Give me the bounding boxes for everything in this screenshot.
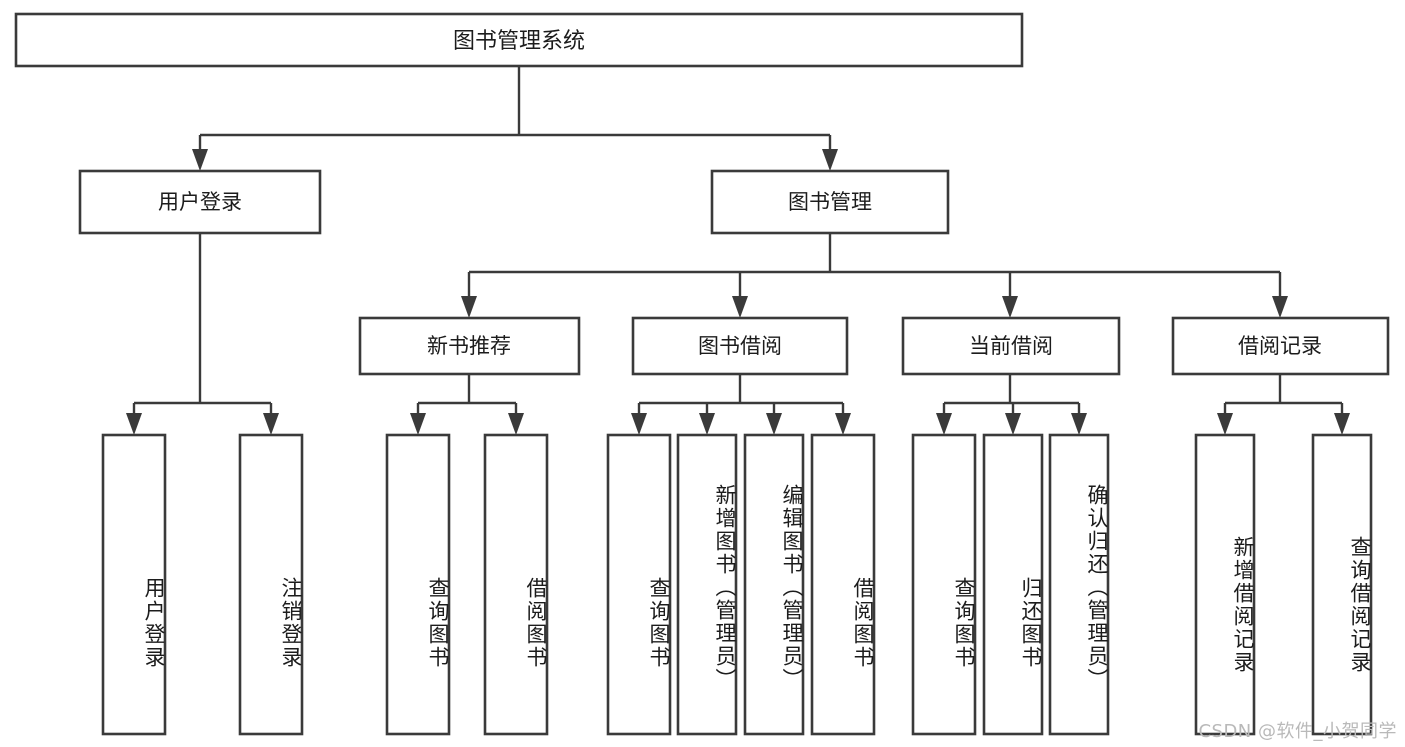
node-book-borrow[interactable]: 图书借阅 [631, 316, 849, 376]
leaf-add-book-admin-box[interactable] [676, 433, 738, 736]
arrowhead-leaf-confirm-return-admin [1071, 413, 1087, 435]
node-current-borrow-label: 当前借阅 [969, 334, 1053, 358]
leaf-confirm-return-admin-box[interactable] [1048, 433, 1110, 736]
node-book-management-label: 图书管理 [788, 190, 872, 214]
leaf-user-login-box[interactable] [101, 433, 167, 736]
arrowhead-leaf-query-book-recommend [410, 413, 426, 435]
leaf-node-layer [101, 433, 1373, 736]
node-new-book-recommend-label: 新书推荐 [427, 334, 511, 358]
node-borrow-record[interactable]: 借阅记录 [1171, 316, 1390, 376]
node-book-management[interactable]: 图书管理 [710, 169, 950, 235]
leaf-borrow-book-box[interactable] [810, 433, 876, 736]
arrowhead-leaf-query-book-current [936, 413, 952, 435]
leaf-return-book-box[interactable] [982, 433, 1044, 736]
node-user-login[interactable]: 用户登录 [78, 169, 322, 235]
arrowhead-leaf-add-book-admin [699, 413, 715, 435]
arrowhead-leaf-edit-book-admin [766, 413, 782, 435]
arrowhead-book-borrow [732, 296, 748, 318]
node-root-box[interactable] [14, 12, 1024, 68]
arrowhead-borrow-record [1272, 296, 1288, 318]
node-book-borrow-label: 图书借阅 [698, 334, 782, 358]
arrowhead-book-management [822, 149, 838, 171]
arrowhead-current-borrow [1002, 296, 1018, 318]
leaf-borrow-book-recommend-box[interactable] [483, 433, 549, 736]
arrowhead-leaf-user-login [126, 413, 142, 435]
node-current-borrow[interactable]: 当前借阅 [901, 316, 1121, 376]
csdn-watermark: CSDN @软件_小贺同学 [1198, 721, 1397, 742]
arrowhead-leaf-query-book-borrow [631, 413, 647, 435]
arrowhead-new-book-recommend [461, 296, 477, 318]
arrowhead-leaf-return-book [1005, 413, 1021, 435]
leaf-add-borrow-record-box[interactable] [1194, 433, 1256, 736]
arrowhead-leaf-logout [263, 413, 279, 435]
arrowhead-leaf-borrow-book [835, 413, 851, 435]
arrowhead-leaf-query-borrow-record [1334, 413, 1350, 435]
node-new-book-recommend[interactable]: 新书推荐 [358, 316, 581, 376]
node-book-borrow-box[interactable] [631, 316, 849, 376]
node-new-book-recommend-box[interactable] [358, 316, 581, 376]
arrowhead-user-login [192, 149, 208, 171]
node-user-login-box[interactable] [78, 169, 322, 235]
node-root-label: 图书管理系统 [453, 29, 585, 54]
leaf-query-book-current-box[interactable] [911, 433, 977, 736]
arrowhead-leaf-add-borrow-record [1217, 413, 1233, 435]
leaf-edit-book-admin-box[interactable] [743, 433, 805, 736]
connector-layer [126, 66, 1350, 435]
node-current-borrow-box[interactable] [901, 316, 1121, 376]
leaf-query-book-recommend-box[interactable] [385, 433, 451, 736]
node-borrow-record-box[interactable] [1171, 316, 1390, 376]
leaf-query-borrow-record-box[interactable] [1311, 433, 1373, 736]
node-book-management-box[interactable] [710, 169, 950, 235]
leaf-query-book-borrow-box[interactable] [606, 433, 672, 736]
node-borrow-record-label: 借阅记录 [1238, 334, 1322, 358]
node-user-login-label: 用户登录 [158, 190, 242, 214]
node-root[interactable]: 图书管理系统 [14, 12, 1024, 68]
leaf-logout-box[interactable] [238, 433, 304, 736]
arrowhead-leaf-borrow-book-recommend [508, 413, 524, 435]
